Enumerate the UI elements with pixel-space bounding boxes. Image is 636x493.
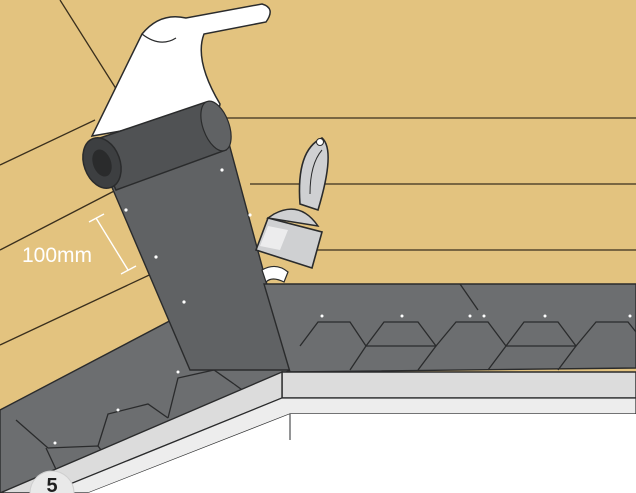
measurement-label: 100mm (22, 244, 92, 267)
shingle-row-right (264, 284, 636, 372)
step-number: 5 (46, 475, 57, 493)
